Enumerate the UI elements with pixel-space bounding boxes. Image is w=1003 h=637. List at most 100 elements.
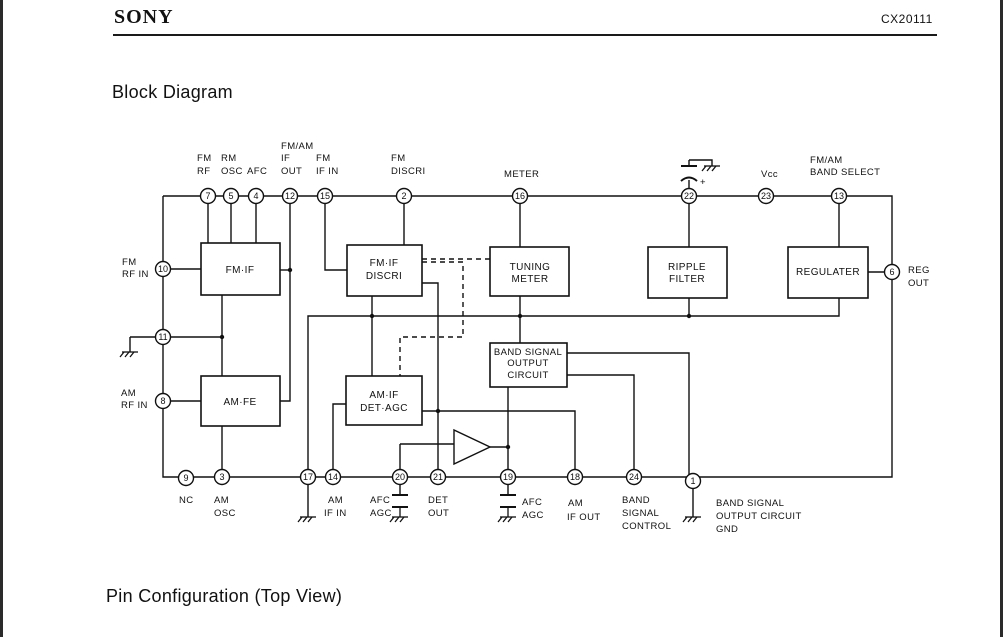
- det-out-label-1: DET: [428, 495, 448, 506]
- pin-5: 5: [222, 187, 240, 205]
- pin-12: 12: [281, 187, 299, 205]
- pin-circle: [324, 468, 342, 486]
- pin-circle: [316, 187, 334, 205]
- block-regulater: [787, 246, 869, 299]
- pin-circle: [511, 187, 529, 205]
- pin-22: 22: [680, 187, 698, 205]
- pin-number: 10: [158, 264, 168, 274]
- regulater-label: REGULATER: [796, 267, 860, 278]
- am-if-in-label-1: AM: [328, 495, 343, 506]
- pin-1: 1: [684, 472, 702, 490]
- ground-symbol-11: [119, 351, 138, 358]
- fm-if-discri-label-1: FM·IF: [370, 258, 399, 269]
- pin-number: 18: [570, 472, 580, 482]
- pin-number: 7: [205, 191, 210, 201]
- fm-if-in-label-2: IF IN: [316, 166, 339, 177]
- output-gnd-label-1: BAND SIGNAL: [716, 498, 784, 509]
- am-if-det-agc-label-2: DET·AGC: [360, 403, 408, 414]
- band-signal-control-label-3: CONTROL: [622, 521, 671, 532]
- band-select-label-1: FM/AM: [810, 155, 843, 166]
- det-out-label-2: OUT: [428, 508, 449, 519]
- capacitor-22: [680, 165, 698, 182]
- capacitor-19: [500, 494, 516, 508]
- pin-9: 9: [177, 469, 195, 487]
- block-ripple-filter: [647, 246, 728, 299]
- ground-symbol-19: [497, 507, 516, 523]
- pin-6: 6: [883, 263, 901, 281]
- pin-4: 4: [247, 187, 265, 205]
- fm-rf-label-1: FM: [197, 153, 212, 164]
- pin-number: 8: [160, 396, 165, 406]
- reg-out-label-2: OUT: [908, 278, 929, 289]
- pin-circle: [247, 187, 265, 205]
- am-rf-in-label-1: AM: [121, 388, 136, 399]
- pin-23: 23: [757, 187, 775, 205]
- block-fm-if: [200, 242, 281, 296]
- fm-if-in-label-1: FM: [316, 153, 331, 164]
- am-if-in-label-2: IF IN: [324, 508, 347, 519]
- left-frame-edge: [0, 0, 3, 637]
- pin-number: 12: [285, 191, 295, 201]
- pin-circle: [429, 468, 447, 486]
- am-if-out-label-2: IF OUT: [567, 512, 601, 523]
- band-select-label-2: BAND SELECT: [810, 167, 880, 178]
- reg-out-label-1: REG: [908, 265, 930, 276]
- pin-circle: [299, 468, 317, 486]
- fm-am-if-out-label-2: IF: [281, 153, 290, 164]
- pin-number: 20: [395, 472, 405, 482]
- pin-number: 23: [761, 191, 771, 201]
- dashed-links: [399, 258, 490, 376]
- block-fm-if-discri: [346, 244, 423, 297]
- rm-osc-label-1: RM: [221, 153, 237, 164]
- capacitor-20: [392, 494, 408, 508]
- side-labels: FM RF IN AM RF IN REG OUT: [121, 257, 930, 411]
- pin-number: 24: [629, 472, 639, 482]
- bottom-labels: NC AM OSC AM IF IN AFC AGC DET OUT AFC A…: [179, 495, 801, 535]
- fm-discri-label-1: FM: [391, 153, 406, 164]
- ground-symbol-17: [297, 516, 316, 523]
- pin-19: 19: [499, 468, 517, 486]
- band-signal-label-3: CIRCUIT: [507, 370, 548, 381]
- nc-label: NC: [179, 495, 194, 506]
- pin-number: 9: [183, 473, 188, 483]
- pin-number: 4: [253, 191, 258, 201]
- pin-circle: [154, 260, 172, 278]
- pin-circle: [281, 187, 299, 205]
- afc-agc-a-label-1: AFC: [370, 495, 390, 506]
- pin-number: 11: [158, 332, 167, 342]
- right-frame-edge: [1000, 0, 1003, 637]
- am-osc-label-1: AM: [214, 495, 229, 506]
- fm-discri-label-2: DISCRI: [391, 166, 426, 177]
- top-labels: FM RF RM OSC AFC FM/AM IF OUT FM IF IN F…: [197, 141, 880, 188]
- pin-15: 15: [316, 187, 334, 205]
- pin-configuration-title: Pin Configuration (Top View): [106, 586, 343, 606]
- tuning-meter-label-2: METER: [512, 274, 549, 285]
- block-diagram-title: Block Diagram: [112, 82, 233, 102]
- pin-circle: [213, 468, 231, 486]
- fm-if-discri-label-2: DISCRI: [366, 271, 402, 282]
- am-osc-label-2: OSC: [214, 508, 236, 519]
- pin-number: 6: [889, 267, 894, 277]
- fm-rf-in-label-2: RF IN: [122, 269, 149, 280]
- band-signal-control-label-1: BAND: [622, 495, 650, 506]
- pin-circle: [499, 468, 517, 486]
- ground-symbols: [119, 165, 720, 523]
- pin-number: 15: [320, 191, 330, 201]
- junction-dots: [219, 267, 692, 450]
- pin-2: 2: [395, 187, 413, 205]
- block-band-signal-output: [489, 342, 568, 388]
- block-labels: FM·IF AM·FE FM·IF DISCRI AM·IF DET·AGC T…: [223, 258, 860, 414]
- ground-symbol-1: [682, 516, 701, 523]
- pin-10: 10: [154, 260, 172, 278]
- pin-8: 8: [154, 392, 172, 410]
- tuning-meter-label-1: TUNING: [510, 262, 551, 273]
- capacitors: [392, 165, 698, 508]
- pin-circle: [680, 187, 698, 205]
- band-signal-label-2: OUTPUT: [507, 358, 548, 369]
- pin-7: 7: [199, 187, 217, 205]
- fm-am-if-out-label-3: OUT: [281, 166, 302, 177]
- part-number: CX20111: [881, 12, 933, 26]
- output-gnd-label-3: GND: [716, 524, 738, 535]
